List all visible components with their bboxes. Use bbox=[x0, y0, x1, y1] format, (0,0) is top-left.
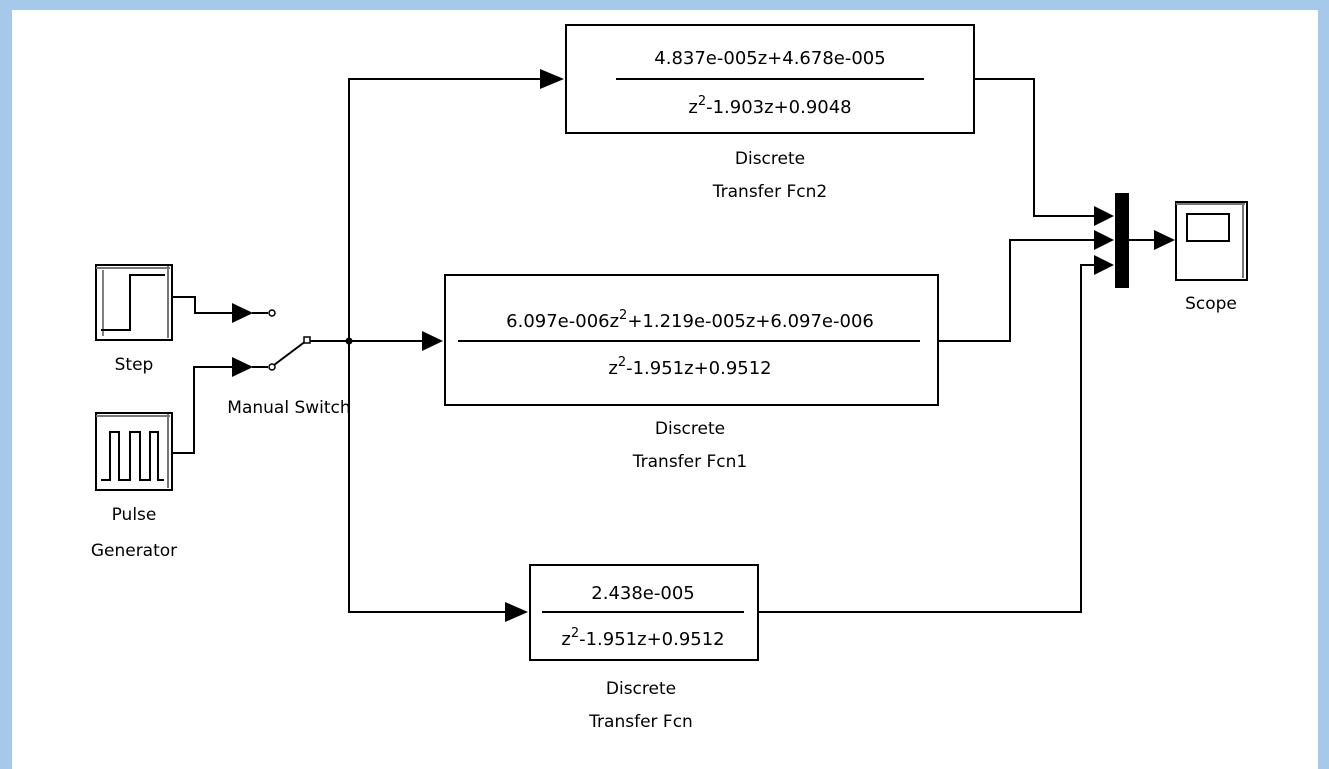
tf2-denominator: z2-1.903z+0.9048 bbox=[688, 94, 851, 118]
line-step-to-switch[interactable] bbox=[172, 296, 232, 314]
tf1-label-2: Transfer Fcn1 bbox=[632, 452, 747, 472]
scope-label: Scope bbox=[1185, 294, 1237, 314]
line-tf1-to-mux[interactable] bbox=[938, 239, 1094, 342]
tf-denominator: z2-1.951z+0.9512 bbox=[561, 626, 724, 650]
pulse-generator-label-1: Pulse bbox=[112, 505, 157, 525]
tf2-label-2: Transfer Fcn2 bbox=[712, 182, 827, 202]
window-frame-top bbox=[0, 0, 1329, 10]
arrow-switch-in1 bbox=[232, 303, 253, 323]
branch-point bbox=[345, 337, 353, 345]
switch-port-1 bbox=[268, 309, 276, 317]
manual-switch-label[interactable]: Manual Switch bbox=[227, 398, 350, 418]
tf1-denominator: z2-1.951z+0.9512 bbox=[608, 355, 771, 379]
line-pulse-to-switch[interactable] bbox=[172, 366, 232, 454]
arrow-mux-in2 bbox=[1094, 230, 1114, 250]
step-label: Step bbox=[115, 355, 154, 375]
tf2-numerator: 4.837e-005z+4.678e-005 bbox=[654, 48, 885, 69]
tf-numerator: 2.438e-005 bbox=[591, 583, 694, 604]
discrete-transfer-fcn-block[interactable]: 2.438e-005 z2-1.951z+0.9512 bbox=[529, 564, 759, 661]
tf1-numerator: 6.097e-006z2+1.219e-005z+6.097e-006 bbox=[506, 308, 874, 332]
scope-icon bbox=[1186, 213, 1230, 242]
arrow-tf-in bbox=[505, 602, 528, 622]
mux-block[interactable] bbox=[1115, 193, 1129, 288]
line-branch-to-tf[interactable] bbox=[348, 341, 505, 613]
step-icon bbox=[101, 274, 165, 331]
arrow-mux-in1 bbox=[1094, 206, 1114, 226]
arrow-switch-in2 bbox=[232, 357, 253, 377]
switch-blade bbox=[273, 340, 307, 366]
pulse-icon bbox=[101, 431, 164, 481]
switch-output-port bbox=[303, 336, 311, 344]
line-tf2-to-mux[interactable] bbox=[974, 78, 1094, 217]
pulse-generator-block[interactable] bbox=[95, 412, 173, 491]
tf-label-2: Transfer Fcn bbox=[588, 712, 693, 732]
tf1-label-1: Discrete bbox=[655, 419, 725, 439]
window-frame-left bbox=[0, 0, 12, 769]
arrow-mux-in3 bbox=[1094, 255, 1114, 275]
arrowheads bbox=[232, 69, 1175, 622]
tf2-label-1: Discrete bbox=[735, 149, 805, 169]
scope-block[interactable] bbox=[1175, 201, 1248, 281]
step-block[interactable] bbox=[95, 264, 173, 341]
pulse-generator-label-2: Generator bbox=[91, 541, 177, 561]
discrete-transfer-fcn2-block[interactable]: 4.837e-005z+4.678e-005 z2-1.903z+0.9048 bbox=[565, 24, 975, 134]
signal-lines bbox=[172, 78, 1154, 613]
arrow-tf1-in bbox=[422, 331, 443, 351]
arrow-scope-in bbox=[1154, 230, 1175, 250]
line-tf-to-mux[interactable] bbox=[758, 264, 1094, 613]
switch-port-2 bbox=[268, 363, 276, 371]
arrow-tf2-in bbox=[540, 69, 564, 89]
discrete-transfer-fcn1-block[interactable]: 6.097e-006z2+1.219e-005z+6.097e-006 z2-1… bbox=[444, 274, 939, 406]
window-frame-right bbox=[1318, 0, 1329, 769]
line-branch-to-tf2[interactable] bbox=[348, 78, 540, 341]
tf-label-1: Discrete bbox=[606, 679, 676, 699]
